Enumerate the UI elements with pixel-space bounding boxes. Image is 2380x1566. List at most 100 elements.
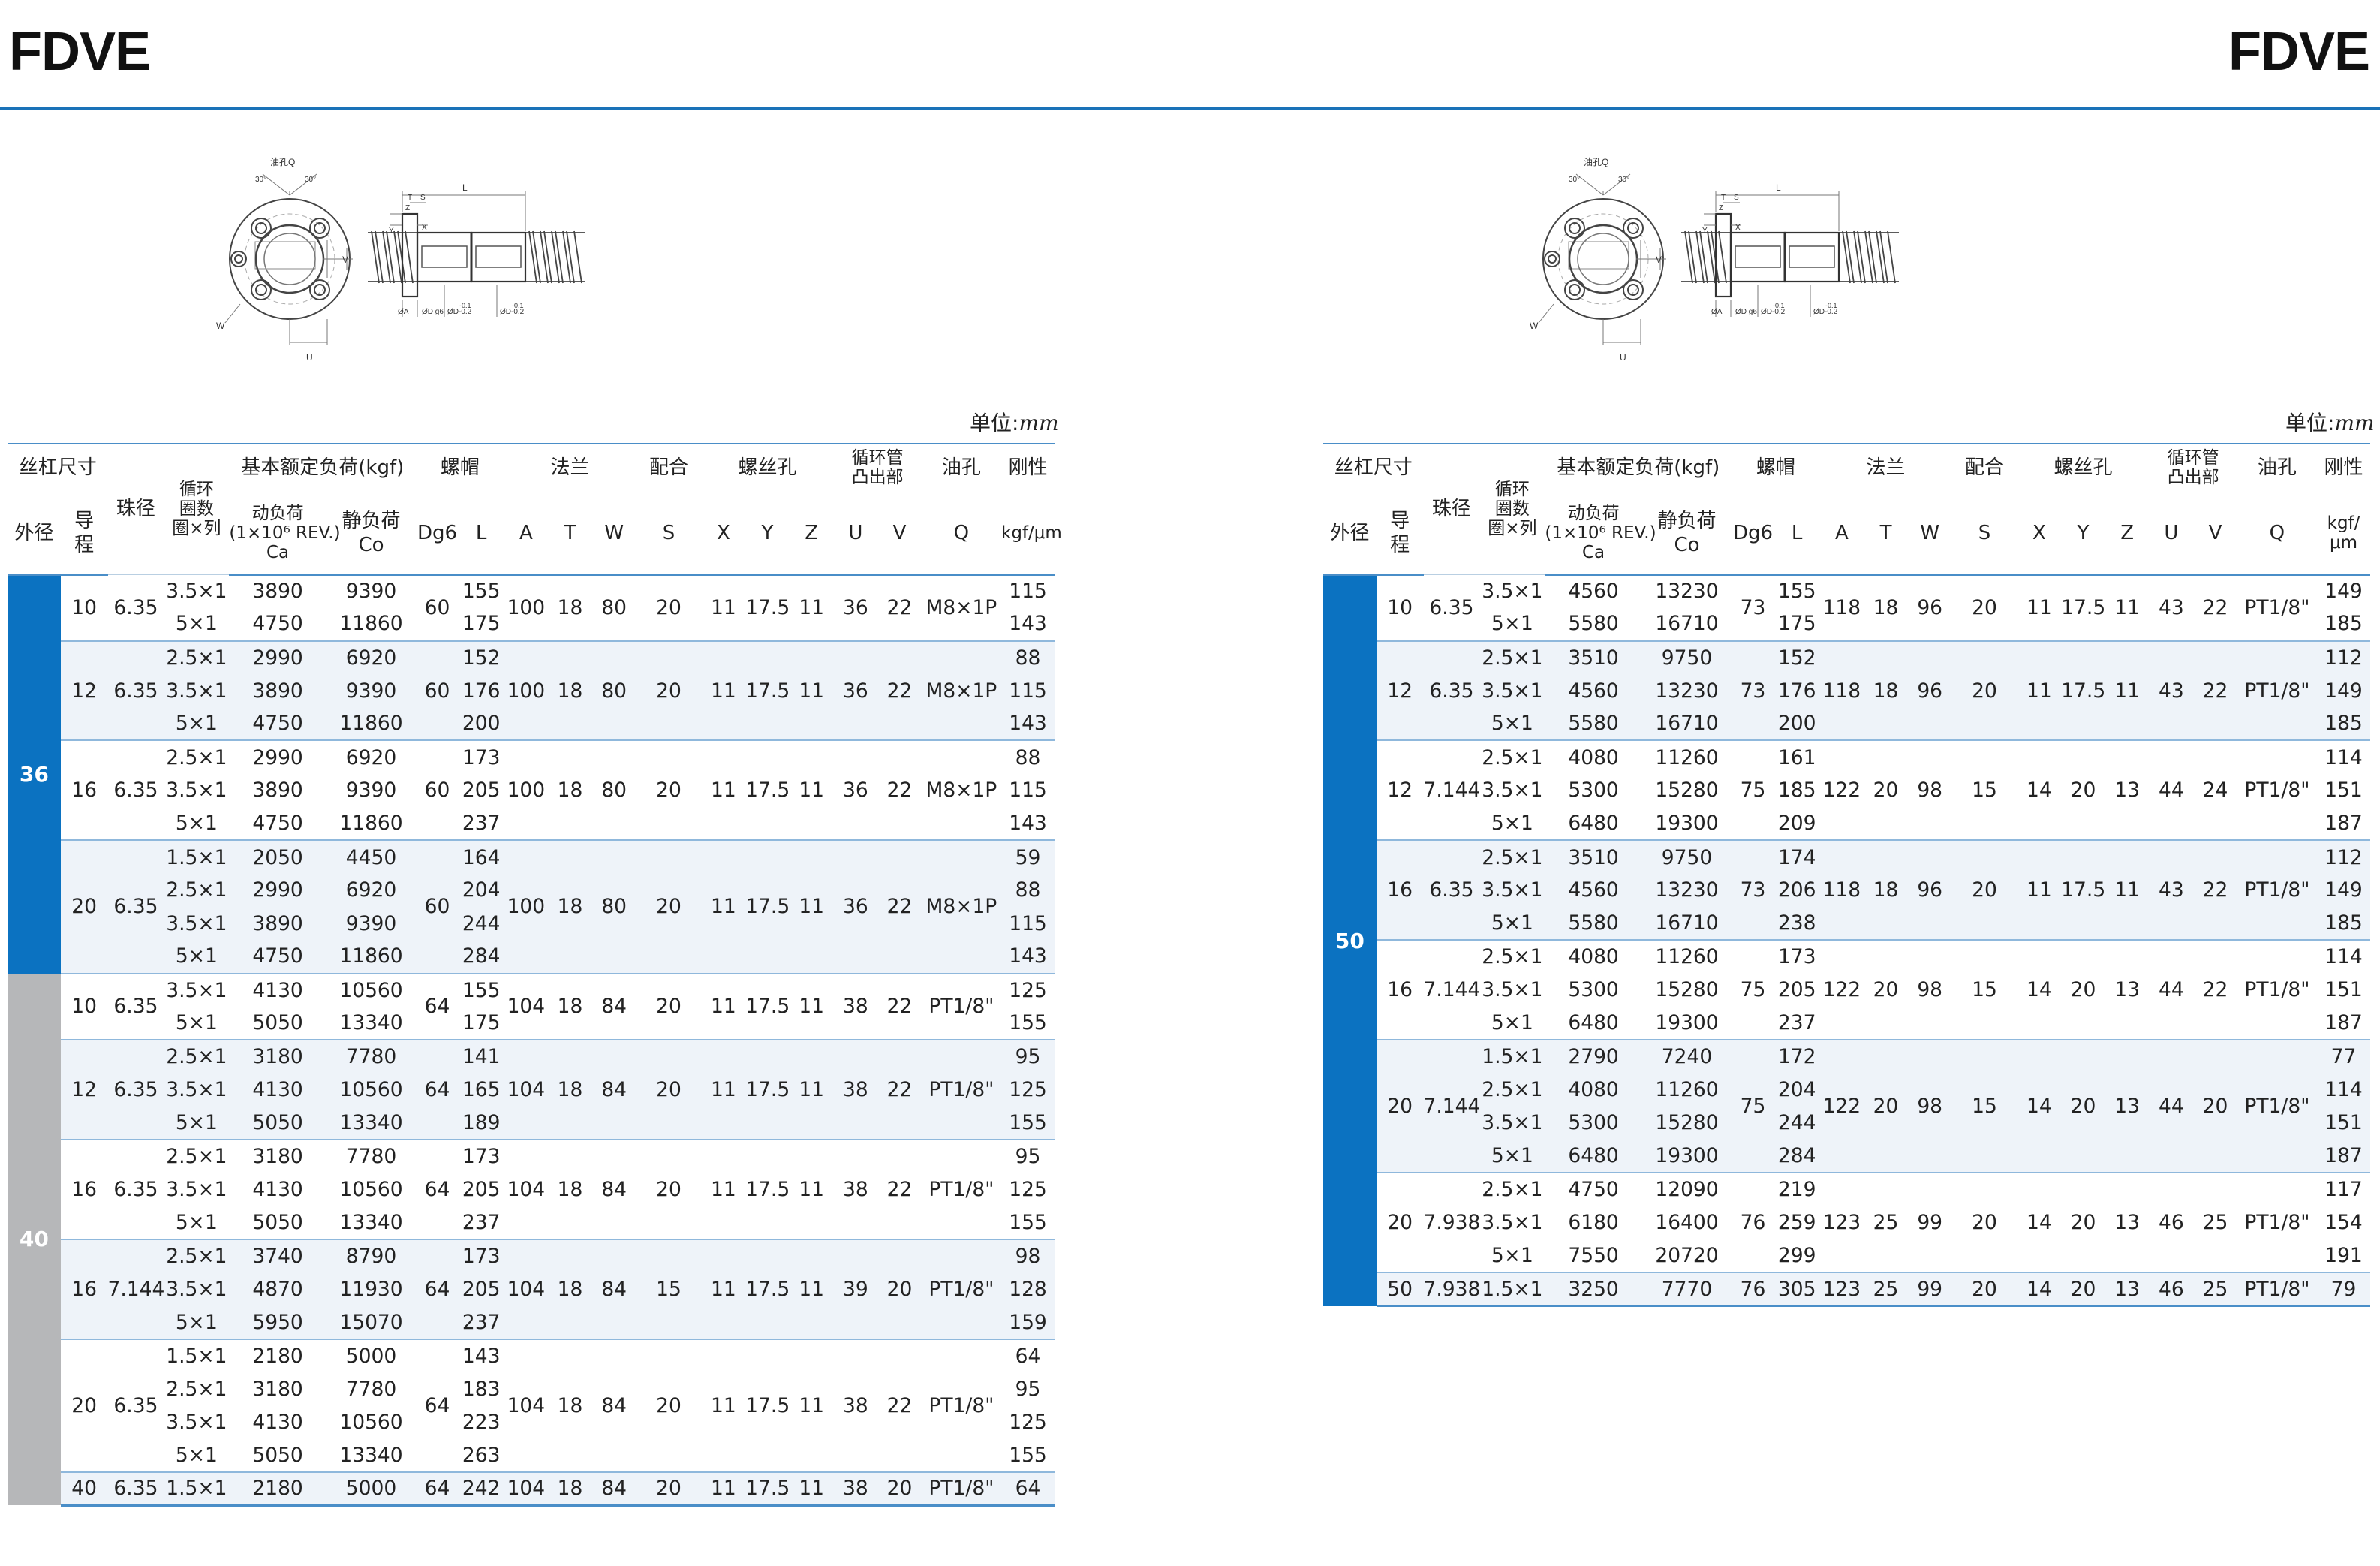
tube-u-cell: 44: [2149, 939, 2194, 1040]
length-cell: 219: [1774, 1172, 1820, 1206]
svg-text:U: U: [306, 352, 313, 363]
col-v: V: [877, 492, 922, 576]
stiffness-cell: 59: [1001, 839, 1055, 874]
static-load-cell: 11260: [1641, 739, 1732, 774]
flange-front-view: 油孔Q 30° 30° W U V: [216, 157, 353, 363]
static-load-cell: 13230: [1655, 580, 1719, 604]
tube-u-cell: 44: [2149, 739, 2194, 841]
ball-dia-cell: 7.938: [1423, 1172, 1480, 1273]
circuits-cell: 1.5×1: [164, 1471, 230, 1507]
static-load-cell: 16710: [1641, 707, 1732, 741]
length-cell: 183: [462, 1377, 501, 1401]
svg-text:30°: 30°: [255, 176, 266, 184]
stiffness-cell: 187: [2317, 1140, 2370, 1173]
static-load-cell: 9390: [326, 673, 417, 708]
circuits-cell: 2.5×1: [164, 873, 230, 907]
hole-y-cell: 20: [2061, 1039, 2105, 1173]
flange-a-cell: 118: [1819, 640, 1864, 741]
tube-v-cell: 22: [877, 1039, 922, 1140]
flange-w-cell: 98: [1907, 739, 1952, 841]
nut-side-view: L T S Z Y X ØA ØD g6 -0.1 ØD-0.2 -0.1 ØD…: [1681, 182, 1899, 317]
circuits-cell: 3.5×1: [164, 1272, 230, 1306]
static-load-cell: 9390: [345, 580, 397, 604]
static-load-cell: 7780: [326, 1139, 417, 1173]
hole-x-cell: 14: [2017, 939, 2062, 1040]
stiffness-cell: 143: [1001, 707, 1055, 741]
oil-hole-cell: PT1/8": [2237, 839, 2318, 941]
hole-x-cell: 11: [701, 1238, 746, 1339]
static-load-cell: 9750: [1641, 640, 1732, 674]
length-cell: 152: [1774, 640, 1820, 674]
lead-cell: 10: [1387, 596, 1413, 620]
dynamic-load-cell: 2180: [229, 1338, 326, 1373]
dynamic-load-cell: 5580: [1545, 707, 1642, 741]
hole-x-cell: 14: [2017, 1039, 2062, 1173]
dynamic-load-cell: 3890: [229, 906, 326, 941]
circuits-cell: 2.5×1: [1479, 640, 1545, 674]
circuits-cell: 3.5×1: [1482, 778, 1543, 803]
circuits-cell: 2.5×1: [166, 1377, 227, 1401]
length-cell: 204: [458, 873, 504, 907]
stiffness-cell: 154: [2324, 1211, 2363, 1235]
circuits-cell: 3.5×1: [164, 673, 230, 708]
flange-a-cell: 104: [504, 1238, 549, 1339]
dg6-cell: 64: [416, 1338, 459, 1473]
circuits-cell: 5×1: [1491, 812, 1533, 836]
flange-t-cell: 18: [1873, 596, 1899, 620]
dynamic-load-cell: 2790: [1545, 1039, 1642, 1074]
svg-text:ØD-0.2: ØD-0.2: [1761, 308, 1786, 316]
dynamic-load-cell: 4080: [1545, 1073, 1642, 1107]
length-cell: 305: [1774, 1272, 1820, 1308]
col-circuits: 循环圈数圈×列: [164, 443, 230, 575]
flange-t-cell: 20: [1864, 739, 1908, 841]
flange-t-cell: 18: [557, 596, 583, 620]
col-oil-hole: 油孔: [2237, 443, 2318, 492]
flange-t-cell: 18: [548, 1238, 592, 1339]
hole-y-cell: 17.5: [745, 1238, 790, 1339]
circuits-cell: 3.5×1: [166, 1177, 227, 1201]
flange-t-cell: 18: [548, 1338, 592, 1473]
col-flange: 法兰: [1819, 443, 1952, 492]
stiffness-cell: 112: [2317, 839, 2370, 874]
flange-a-cell: 100: [504, 640, 549, 741]
tube-u-cell: 38: [833, 1039, 878, 1140]
flange-w-cell: 84: [591, 1338, 636, 1473]
dynamic-load-cell: 4750: [229, 707, 326, 741]
static-load-cell: 11860: [339, 812, 403, 836]
static-load-cell: 13230: [1641, 873, 1732, 907]
oil-hole-cell: M8×1P: [921, 640, 1002, 741]
oil-hole-cell: PT1/8": [921, 1471, 1002, 1507]
svg-text:油孔Q: 油孔Q: [1584, 157, 1608, 167]
tube-v-cell: 22: [2193, 839, 2237, 941]
hole-y-cell: 17.5: [745, 1139, 790, 1239]
circuits-cell: 3.5×1: [1479, 1106, 1545, 1140]
hole-x-cell: 11: [701, 972, 746, 1040]
flange-w-cell: 84: [591, 972, 636, 1040]
flange-w-cell: 80: [591, 839, 636, 974]
ball-dia-cell: 6.35: [1423, 640, 1480, 741]
oil-hole-cell: PT1/8": [2237, 939, 2318, 1040]
hole-z-cell: 13: [2105, 939, 2150, 1040]
flange-t-cell: 25: [1864, 1272, 1908, 1308]
stiffness-cell: 143: [1009, 612, 1047, 636]
dynamic-load-cell: 4560: [1545, 873, 1642, 907]
ball-dia-cell: 6.35: [1429, 595, 1474, 619]
fit-s-cell: 20: [1951, 839, 2017, 941]
length-cell: 200: [458, 707, 504, 741]
col-dynamic-load: 动负荷(1×10⁶ REV.)Ca: [1545, 492, 1656, 576]
static-load-cell: 5000: [326, 1471, 417, 1507]
static-load-cell: 11860: [339, 612, 403, 636]
fit-s-cell: 20: [1972, 596, 1997, 620]
hole-z-cell: 11: [789, 1139, 834, 1239]
flange-t-cell: 18: [548, 972, 592, 1040]
dynamic-load-cell: 2990: [229, 640, 326, 674]
oil-hole-cell: M8×1P: [921, 839, 1002, 974]
